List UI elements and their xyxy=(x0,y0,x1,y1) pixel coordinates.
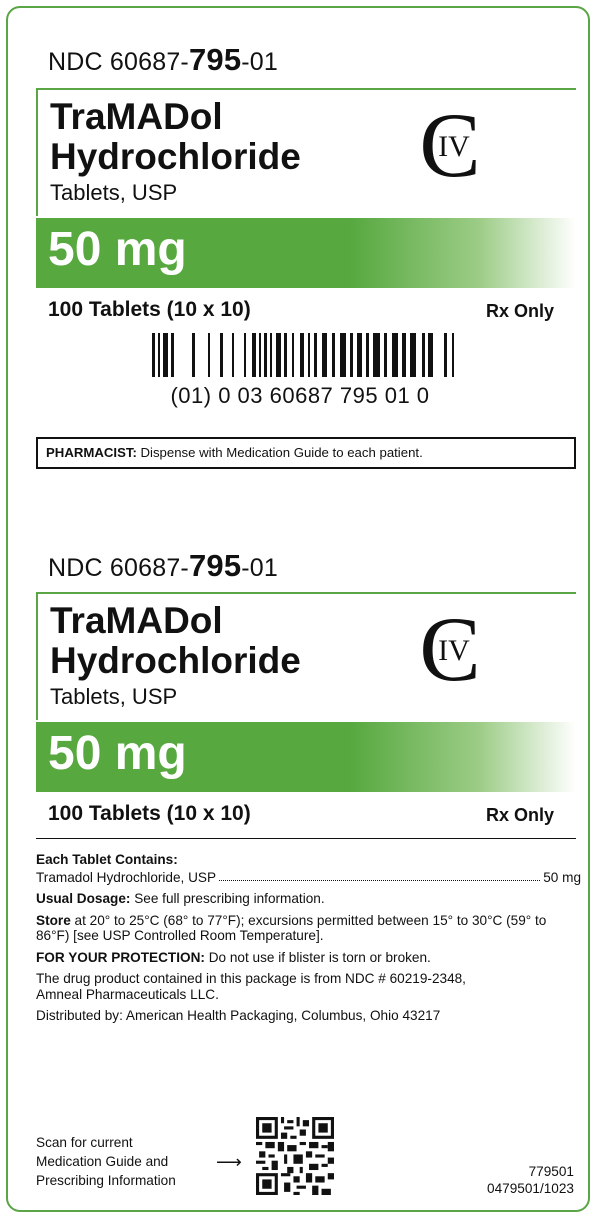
distributor: Distributed by: American Health Packagin… xyxy=(36,1008,441,1023)
source-statement: The drug product contained in this packa… xyxy=(36,971,466,1002)
schedule-civ-icon-bottom: C IV xyxy=(419,608,480,688)
pharmacist-notice: PHARMACIST: Dispense with Medication Gui… xyxy=(36,437,576,469)
drug-name-line1-bottom: TraMADol xyxy=(50,600,223,641)
ingredient-name: Tramadol Hydrochloride, USP xyxy=(36,869,217,885)
svg-text:C: C xyxy=(419,104,480,184)
scan-instructions: Scan for current Medication Guide and Pr… xyxy=(36,1135,176,1188)
drug-name-box: TraMADol Hydrochloride Tablets, USP C IV xyxy=(36,88,576,216)
rx-only: Rx Only xyxy=(486,301,555,321)
item-code: 779501 xyxy=(528,1164,574,1179)
label-codes: 779501 0479501/1023 xyxy=(487,1163,574,1197)
strength-band-bottom: 50 mg xyxy=(36,722,576,792)
drug-name-line2: Hydrochloride xyxy=(50,136,301,177)
product-info: Each Tablet Contains: Tramadol Hydrochlo… xyxy=(36,852,581,1030)
strength-bottom: 50 mg xyxy=(48,727,187,780)
tablet-count-bottom: 100 Tablets (10 x 10) xyxy=(48,802,251,825)
tablet-count: 100 Tablets (10 x 10) xyxy=(48,298,251,321)
strength: 50 mg xyxy=(48,223,187,276)
svg-text:IV: IV xyxy=(438,634,470,667)
rx-only-bottom: Rx Only xyxy=(486,805,555,825)
strength-band: 50 mg xyxy=(36,218,576,288)
qr-code[interactable] xyxy=(256,1117,334,1195)
dosage-form: Tablets, USP xyxy=(50,180,178,205)
schedule-civ-icon: C IV xyxy=(419,104,480,184)
barcode-number: (01) 0 03 60687 795 01 0 xyxy=(170,383,430,408)
storage-instructions: Store at 20° to 25°C (68° to 77°F); excu… xyxy=(36,912,547,944)
ndc-number: NDC 60687-795-01 xyxy=(48,42,279,77)
dosage-form-bottom: Tablets, USP xyxy=(50,684,178,709)
svg-text:C: C xyxy=(419,608,480,688)
ingredient-row: Tramadol Hydrochloride, USP 50 mg xyxy=(36,870,581,886)
drug-name-line2-bottom: Hydrochloride xyxy=(50,640,301,681)
ndc-number-bottom: NDC 60687-795-01 xyxy=(48,548,279,583)
barcode xyxy=(152,333,454,377)
drug-name-line1: TraMADol xyxy=(50,96,223,137)
divider xyxy=(36,838,576,839)
label-revision: 0479501/1023 xyxy=(487,1181,574,1196)
protection-notice: FOR YOUR PROTECTION: Do not use if blist… xyxy=(36,949,431,965)
ingredient-amount: 50 mg xyxy=(543,869,581,885)
svg-text:IV: IV xyxy=(438,130,470,163)
contains-heading: Each Tablet Contains: xyxy=(36,852,178,867)
usual-dosage: Usual Dosage: See full prescribing infor… xyxy=(36,891,325,906)
arrow-right-icon: ⟶ xyxy=(216,1152,242,1172)
label-border xyxy=(6,6,590,1212)
drug-name-box-bottom: TraMADol Hydrochloride Tablets, USP C IV xyxy=(36,592,576,720)
